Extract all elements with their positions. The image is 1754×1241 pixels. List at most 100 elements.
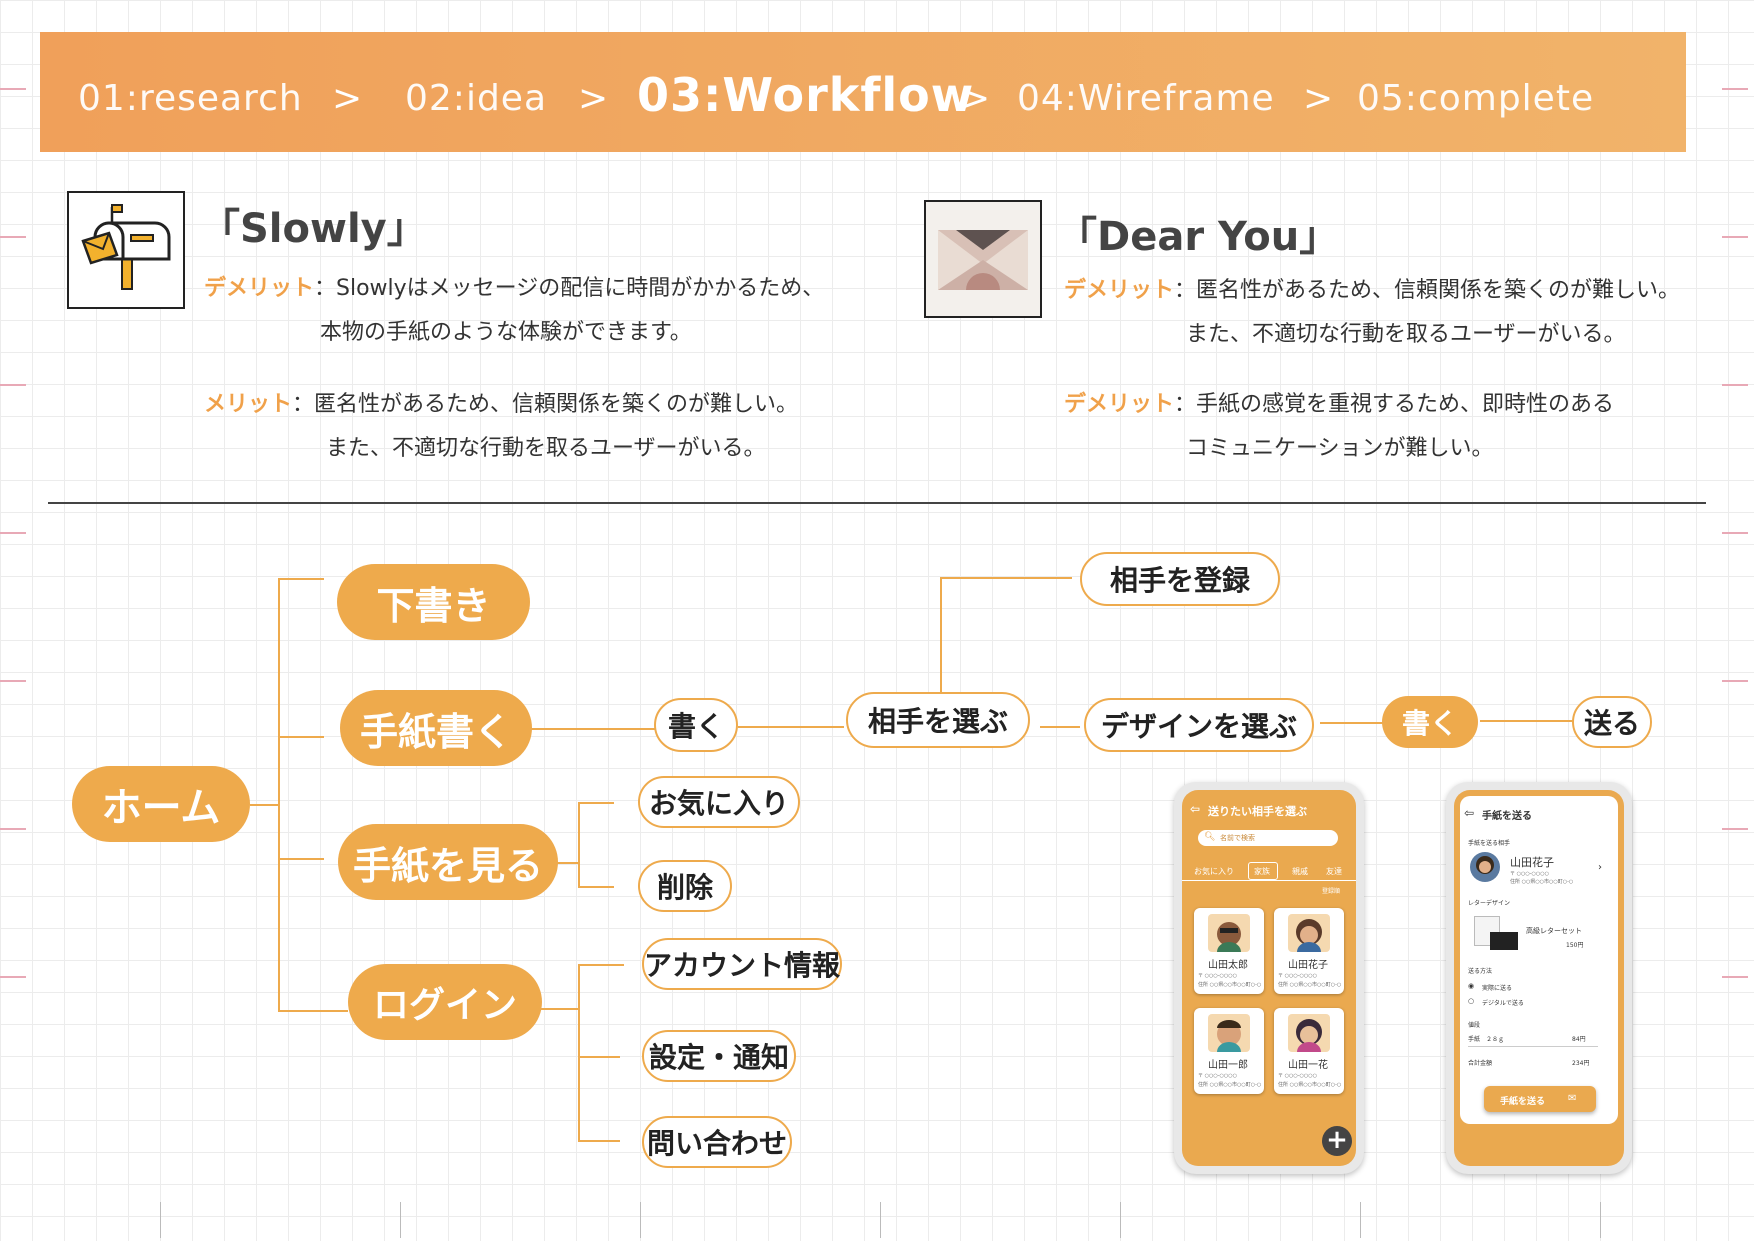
demerit-text: また、不適切な行動を取るユーザーがいる。 bbox=[1186, 322, 1626, 347]
contact-postal: 〒 ○○○-○○○○ bbox=[1198, 1073, 1237, 1079]
contact-name: 山田花子 bbox=[1288, 960, 1328, 971]
design-label: レターデザイン bbox=[1468, 900, 1511, 907]
margin-tick bbox=[1360, 1202, 1361, 1238]
screen-title: 手紙を送る bbox=[1482, 811, 1532, 822]
merit-label: メリット bbox=[204, 392, 293, 417]
contact-address: 住所 ○○県○○市○○町○-○ bbox=[1278, 1082, 1342, 1088]
contact-address: 住所 ○○県○○市○○町○-○ bbox=[1198, 982, 1262, 988]
mail-icon: ✉ bbox=[1568, 1093, 1577, 1104]
node-login: ログイン bbox=[348, 964, 542, 1040]
demerit-text: 本物の手紙のような体験ができます。 bbox=[320, 320, 692, 345]
node-home: ホーム bbox=[72, 766, 250, 842]
connector bbox=[556, 862, 580, 864]
connector bbox=[738, 726, 844, 728]
connector bbox=[278, 1010, 348, 1012]
connector bbox=[278, 858, 324, 860]
margin-tick bbox=[0, 384, 26, 386]
margin-tick bbox=[640, 1202, 641, 1238]
plus-icon[interactable]: + bbox=[1322, 1126, 1352, 1156]
connector bbox=[1320, 722, 1384, 724]
connector bbox=[578, 802, 614, 804]
method-option-real[interactable]: 実際に送る bbox=[1482, 985, 1513, 992]
node-view-letter: 手紙を見る bbox=[338, 824, 558, 900]
breadcrumb-step-complete[interactable]: 05:complete bbox=[1357, 78, 1595, 119]
contact-name: 山田一郎 bbox=[1208, 1060, 1248, 1071]
breadcrumb-step-idea[interactable]: 02:idea bbox=[405, 78, 547, 119]
margin-tick bbox=[0, 828, 26, 830]
node-send: 送る bbox=[1572, 696, 1652, 748]
margin-tick bbox=[1722, 88, 1748, 90]
margin-tick bbox=[160, 1202, 161, 1238]
envelope-icon bbox=[924, 200, 1042, 318]
search-placeholder: 名前で検索 bbox=[1220, 834, 1255, 842]
sort-order[interactable]: 登録順 bbox=[1322, 888, 1341, 895]
section-divider bbox=[48, 502, 1706, 504]
margin-tick bbox=[400, 1202, 401, 1238]
margin-tick bbox=[1722, 828, 1748, 830]
method-option-digital[interactable]: デジタルで送る bbox=[1482, 1000, 1524, 1007]
recipient-postal: 〒 ○○○-○○○○ bbox=[1510, 871, 1549, 877]
node-contact: 問い合わせ bbox=[642, 1116, 792, 1168]
connector bbox=[1480, 720, 1576, 722]
avatar bbox=[1208, 914, 1250, 952]
margin-tick bbox=[880, 1202, 881, 1238]
connector bbox=[578, 964, 580, 1140]
demerit-label: デメリット bbox=[1064, 278, 1175, 303]
send-letter-button[interactable]: 手紙を送る ✉ bbox=[1484, 1086, 1596, 1112]
back-arrow-icon[interactable]: ⇦ bbox=[1190, 802, 1201, 816]
app-title-dearyou: 「Dear You」 bbox=[1057, 214, 1340, 260]
connector bbox=[250, 804, 280, 806]
send-letter-label: 手紙を送る bbox=[1500, 1097, 1546, 1107]
margin-tick bbox=[1722, 532, 1748, 534]
breadcrumb-step-workflow[interactable]: 03:Workflow bbox=[637, 68, 975, 122]
tab-friends[interactable]: 友達 bbox=[1326, 867, 1342, 876]
margin-tick bbox=[0, 236, 26, 238]
breadcrumb-step-research[interactable]: 01:research bbox=[78, 78, 303, 119]
avatar bbox=[1288, 914, 1330, 952]
breadcrumb-step-wireframe[interactable]: 04:Wireframe bbox=[1017, 78, 1275, 119]
demerit-text: ：手紙の感覚を重視するため、即時性のある bbox=[1174, 392, 1615, 417]
node-write-2: 書く bbox=[1382, 696, 1478, 748]
connector bbox=[940, 577, 942, 697]
margin-tick bbox=[0, 680, 26, 682]
total-value: 234円 bbox=[1572, 1060, 1590, 1067]
contact-card[interactable]: 山田花子 〒 ○○○-○○○○ 住所 ○○県○○市○○町○-○ bbox=[1274, 908, 1344, 994]
app-title-slowly: 「Slowly」 bbox=[200, 206, 427, 252]
chevron-right-icon[interactable]: › bbox=[1598, 862, 1602, 873]
breadcrumb-separator: > bbox=[332, 78, 363, 119]
tab-relatives[interactable]: 親戚 bbox=[1292, 867, 1308, 876]
merit-text: ：匿名性があるため、信頼関係を築くのが難しい。 bbox=[292, 392, 799, 417]
fee-value: 84円 bbox=[1572, 1036, 1586, 1043]
recipient-name: 山田花子 bbox=[1510, 856, 1554, 869]
margin-tick bbox=[0, 976, 26, 978]
contact-card[interactable]: 山田一郎 〒 ○○○-○○○○ 住所 ○○県○○市○○町○-○ bbox=[1194, 1008, 1264, 1094]
demerit-text: コミュニケーションが難しい。 bbox=[1186, 436, 1494, 461]
radio-icon[interactable]: ○ bbox=[1468, 997, 1475, 1005]
avatar bbox=[1288, 1014, 1330, 1052]
merit-text: また、不適切な行動を取るユーザーがいる。 bbox=[326, 436, 766, 461]
contact-card[interactable]: 山田一花 〒 ○○○-○○○○ 住所 ○○県○○市○○町○-○ bbox=[1274, 1008, 1344, 1094]
design-price: 150円 bbox=[1566, 942, 1584, 949]
contact-card[interactable]: 山田太郎 〒 ○○○-○○○○ 住所 ○○県○○市○○町○-○ bbox=[1194, 908, 1264, 994]
margin-tick bbox=[1600, 1202, 1601, 1238]
design-name: 高級レターセット bbox=[1526, 927, 1582, 935]
tab-family[interactable]: 家族 bbox=[1254, 867, 1270, 876]
fee-label: 値段 bbox=[1468, 1022, 1481, 1029]
back-arrow-icon[interactable]: ⇦ bbox=[1464, 806, 1475, 820]
demerit-label: デメリット bbox=[1064, 392, 1175, 417]
node-draft: 下書き bbox=[337, 564, 530, 640]
search-input[interactable]: 🔍︎ 名前で検索 bbox=[1198, 830, 1338, 846]
connector bbox=[278, 578, 280, 1010]
radio-selected-icon[interactable]: ◉ bbox=[1468, 982, 1475, 990]
connector bbox=[578, 964, 624, 966]
connector bbox=[278, 736, 324, 738]
tab-favorite[interactable]: お気に入り bbox=[1194, 867, 1234, 876]
recipient-address: 住所 ○○県○○市○○町○-○ bbox=[1510, 879, 1574, 885]
contact-postal: 〒 ○○○-○○○○ bbox=[1278, 1073, 1317, 1079]
breadcrumb bbox=[40, 32, 1686, 152]
node-delete: 削除 bbox=[638, 860, 732, 912]
margin-tick bbox=[1722, 384, 1748, 386]
avatar bbox=[1470, 852, 1500, 882]
connector bbox=[578, 802, 580, 886]
margin-tick bbox=[0, 88, 26, 90]
